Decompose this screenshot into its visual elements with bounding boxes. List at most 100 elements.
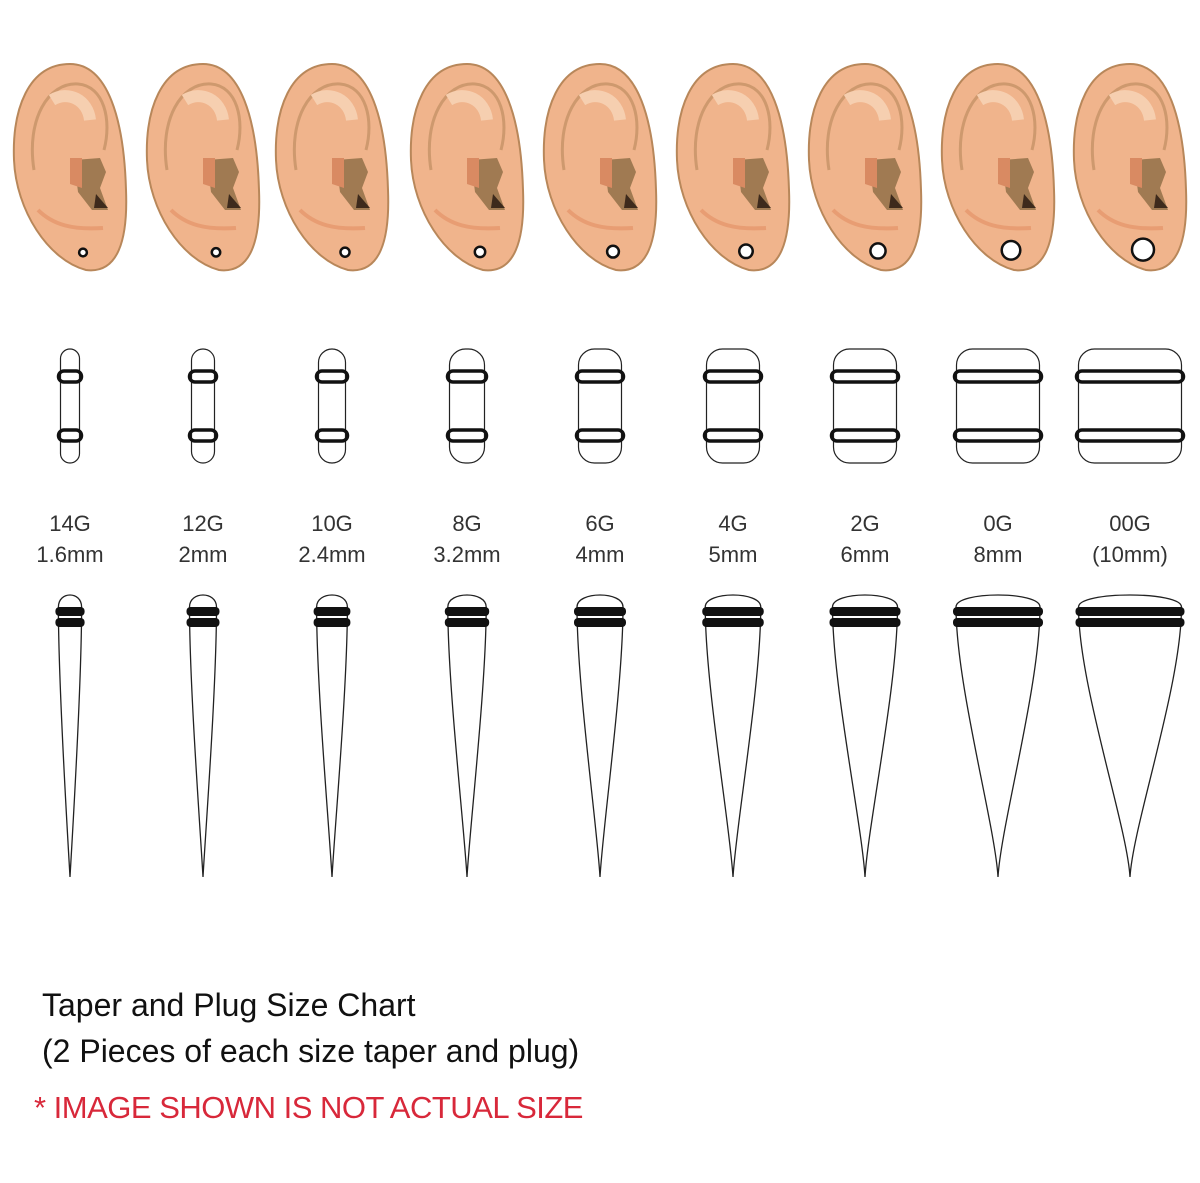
o-ring-top (952, 369, 1044, 384)
taper-12G (186, 594, 220, 878)
o-ring (1075, 618, 1185, 627)
o-ring-top (56, 369, 84, 384)
taper-4G (702, 594, 764, 878)
stretched-hole (1130, 237, 1156, 262)
taper-00G (1075, 594, 1185, 878)
stretched-hole (605, 244, 621, 259)
mm-label: 6mm (840, 542, 890, 567)
ear-icon (940, 62, 1056, 272)
o-ring (574, 607, 626, 616)
o-ring (702, 607, 764, 616)
mm-label: 2.4mm (298, 542, 366, 567)
o-ring (55, 607, 85, 616)
taper-2G (829, 594, 901, 878)
mm-label: 5mm (708, 542, 758, 567)
o-ring-bottom (445, 428, 489, 443)
o-ring-top (702, 369, 764, 384)
o-ring (186, 607, 220, 616)
plug-4G (702, 348, 764, 464)
o-ring (953, 607, 1043, 616)
size-column-00G: 00G (10mm) (1064, 0, 1196, 900)
o-ring-bottom (574, 428, 626, 443)
o-ring-bottom (56, 428, 84, 443)
ear-icon (1072, 62, 1188, 272)
plug-2G (829, 348, 901, 464)
o-ring-top (187, 369, 219, 384)
o-ring-top (1074, 369, 1186, 384)
plug-12G (187, 348, 219, 464)
mm-label: 2mm (178, 542, 228, 567)
gauge-label: 10G (311, 511, 353, 536)
title-text: Taper and Plug Size Chart (42, 987, 416, 1023)
chart-title: Taper and Plug Size Chart (2 Pieces of e… (42, 982, 579, 1074)
ear-icon (542, 62, 658, 272)
o-ring-top (829, 369, 901, 384)
plug-00G (1074, 348, 1186, 464)
stretched-hole (1000, 239, 1022, 261)
mm-label: (10mm) (1092, 542, 1168, 567)
stretched-hole (339, 246, 351, 258)
o-ring (313, 607, 351, 616)
o-ring-bottom (1074, 428, 1186, 443)
not-actual-size-warning: * IMAGE SHOWN IS NOT ACTUAL SIZE (34, 1090, 583, 1125)
plug-6G (574, 348, 626, 464)
gauge-label: 00G (1109, 511, 1151, 536)
stretched-hole (210, 246, 222, 258)
o-ring (1075, 607, 1185, 616)
size-column-8G: 8G 3.2mm (401, 0, 533, 900)
gauge-label: 2G (850, 511, 880, 536)
gauge-label: 6G (585, 511, 615, 536)
plug-10G (314, 348, 350, 464)
o-ring-bottom (952, 428, 1044, 443)
size-label: 8G 3.2mm (401, 508, 533, 570)
size-column-10G: 10G 2.4mm (266, 0, 398, 900)
o-ring (186, 618, 220, 627)
ear-icon (807, 62, 923, 272)
o-ring (953, 618, 1043, 627)
stretched-hole (77, 247, 89, 258)
o-ring-bottom (314, 428, 350, 443)
stretched-hole (869, 242, 887, 260)
o-ring (702, 618, 764, 627)
ear-icon (12, 62, 128, 272)
size-label: 00G (10mm) (1064, 508, 1196, 570)
o-ring-bottom (187, 428, 219, 443)
taper-8G (444, 594, 490, 878)
gauge-label: 0G (983, 511, 1013, 536)
taper-14G (55, 594, 85, 878)
o-ring (574, 618, 626, 627)
stretched-hole (473, 245, 487, 259)
mm-label: 8mm (973, 542, 1023, 567)
ear-icon (145, 62, 261, 272)
stretched-hole (738, 243, 754, 260)
gauge-label: 8G (452, 511, 482, 536)
taper-6G (574, 594, 626, 878)
plug-14G (56, 348, 84, 464)
plug-8G (445, 348, 489, 464)
o-ring (55, 618, 85, 627)
mm-label: 3.2mm (433, 542, 501, 567)
o-ring-top (314, 369, 350, 384)
mm-label: 4mm (575, 542, 625, 567)
o-ring-bottom (702, 428, 764, 443)
o-ring (444, 618, 490, 627)
ear-icon (274, 62, 390, 272)
plug-0G (952, 348, 1044, 464)
o-ring-top (445, 369, 489, 384)
o-ring (829, 618, 901, 627)
o-ring-bottom (829, 428, 901, 443)
taper-0G (953, 594, 1043, 878)
ear-icon (675, 62, 791, 272)
mm-label: 1.6mm (36, 542, 104, 567)
subtitle-text: (2 Pieces of each size taper and plug) (42, 1033, 580, 1069)
